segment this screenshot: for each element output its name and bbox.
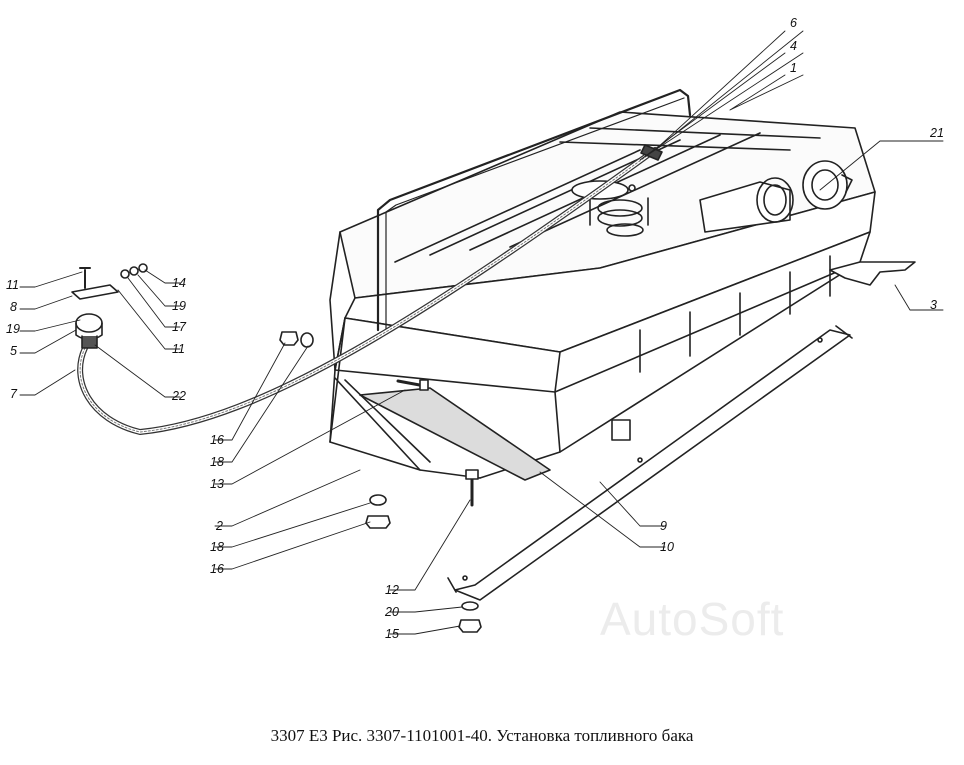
- watermark: AutoSoft: [600, 593, 785, 645]
- callout-labels: 6 4 1 21 3 11 8 19 5 7 14 19 17 11 22 16…: [6, 16, 944, 641]
- callout-16b: 16: [210, 562, 224, 576]
- callout-2: 2: [215, 519, 223, 533]
- callout-9: 9: [660, 519, 667, 533]
- callout-15: 15: [385, 627, 399, 641]
- frame-rail: [447, 325, 853, 601]
- callout-17: 17: [172, 320, 187, 334]
- callout-19: 19: [6, 322, 20, 336]
- callout-7: 7: [10, 387, 18, 401]
- leader-lines: [19, 30, 944, 635]
- callout-3: 3: [930, 298, 937, 312]
- damper-assembly: [71, 263, 148, 349]
- callout-21: 21: [929, 126, 944, 140]
- callout-11b: 11: [172, 342, 185, 356]
- callout-5: 5: [10, 344, 17, 358]
- guard-tube: [376, 88, 692, 332]
- callout-10: 10: [660, 540, 674, 554]
- callout-14: 14: [172, 276, 186, 290]
- filler-neck: [699, 160, 853, 233]
- callout-1: 1: [790, 61, 797, 75]
- callout-20: 20: [384, 605, 399, 619]
- callout-16: 16: [210, 433, 224, 447]
- callout-22: 22: [171, 389, 186, 403]
- callout-6: 6: [790, 16, 797, 30]
- callout-12: 12: [385, 583, 399, 597]
- callout-8: 8: [10, 300, 17, 314]
- callout-19b: 19: [172, 299, 186, 313]
- fuel-tank: [329, 111, 876, 479]
- right-bracket: [829, 261, 916, 286]
- fasteners: [279, 331, 631, 633]
- callout-18b: 18: [210, 540, 224, 554]
- figure-caption: 3307 Е3 Рис. 3307-1101001-40. Установка …: [270, 726, 694, 745]
- callout-18: 18: [210, 455, 224, 469]
- callout-4: 4: [790, 39, 797, 53]
- callout-13: 13: [210, 477, 224, 491]
- fuel-hose: [77, 144, 663, 435]
- callout-11: 11: [6, 278, 19, 292]
- mounting-strap: [334, 377, 551, 481]
